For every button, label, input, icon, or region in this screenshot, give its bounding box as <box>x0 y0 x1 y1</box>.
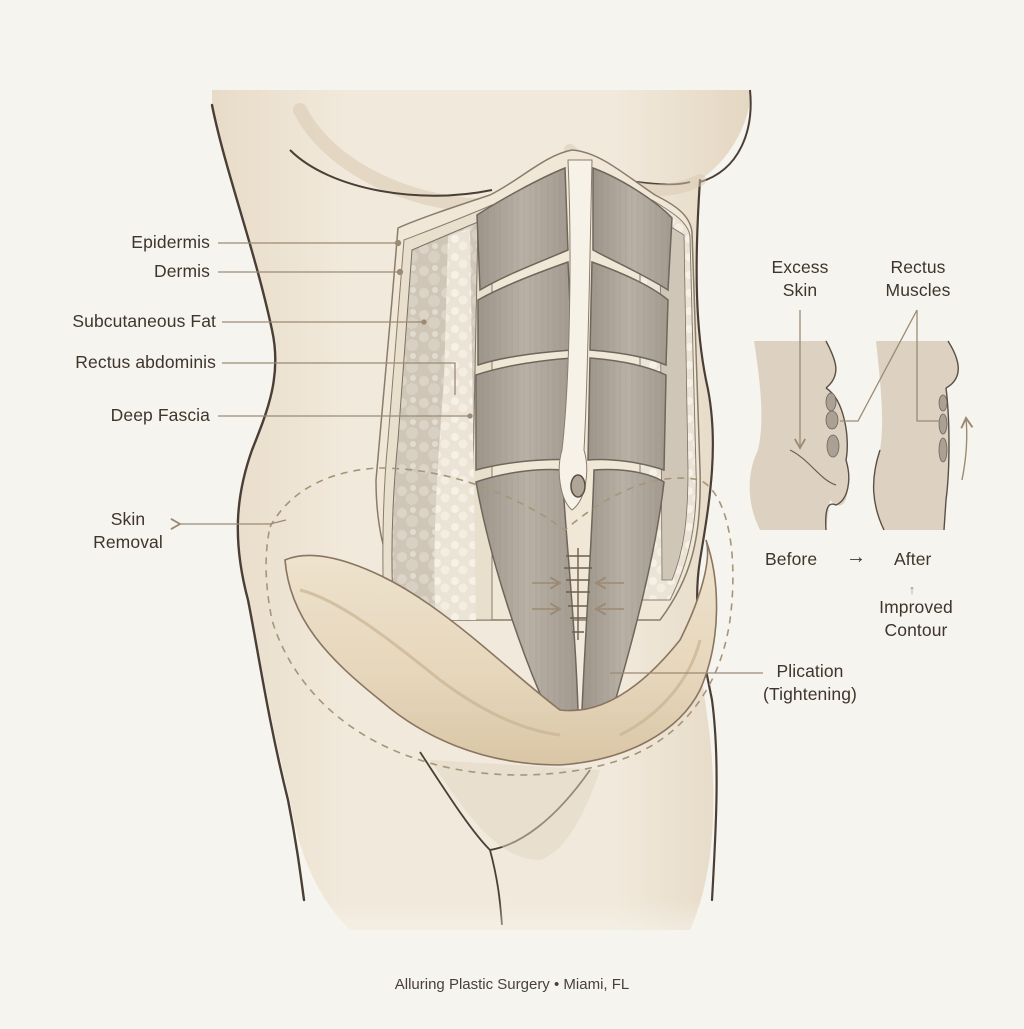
before-after-arrow-icon: → <box>846 546 867 568</box>
label-dermis: Dermis <box>153 261 210 281</box>
rectus-abdominis-muscles <box>475 159 673 713</box>
navel <box>570 474 586 498</box>
skin-flap <box>284 539 718 766</box>
rectus-muscles-leaders <box>840 309 940 422</box>
label-excess-skin: Excess Skin <box>771 257 829 300</box>
footer-credit: Alluring Plastic Surgery • Miami, FL <box>394 976 630 993</box>
up-arrow-icon: ↑ <box>908 582 916 597</box>
label-skin-removal: Skin Removal <box>93 509 163 552</box>
after-silhouette <box>872 340 974 531</box>
skin-removal-outline <box>265 467 734 776</box>
label-deep-fascia: Deep Fascia <box>110 405 210 425</box>
label-before: Before <box>765 549 818 569</box>
leader-lines <box>170 239 763 674</box>
label-after: After <box>894 549 932 569</box>
label-improved-contour: Improved Contour <box>879 597 953 640</box>
label-rectus-muscles: Rectus Muscles <box>885 257 951 300</box>
label-epidermis: Epidermis <box>131 232 210 252</box>
before-silhouette <box>749 310 850 531</box>
label-subcutaneous-fat: Subcutaneous Fat <box>72 311 216 331</box>
label-rectus-abdominis: Rectus abdominis <box>75 352 216 372</box>
label-plication: Plication (Tightening) <box>763 661 857 704</box>
plication-sutures <box>532 548 624 640</box>
